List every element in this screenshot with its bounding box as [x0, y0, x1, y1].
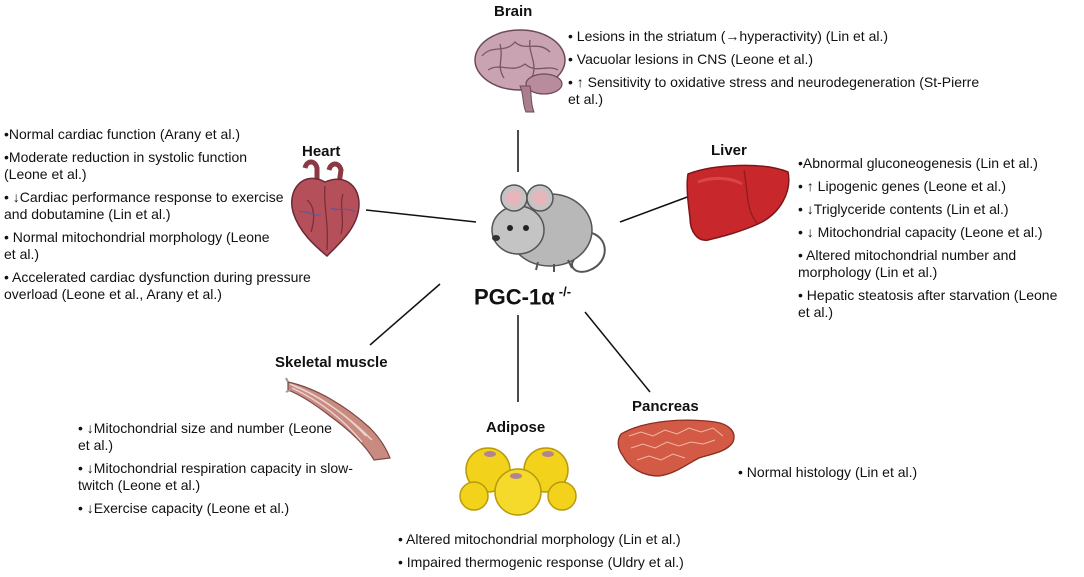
- pancreas-finding: • Normal histology (Lin et al.): [738, 464, 918, 480]
- center-title: PGC-1α-/-: [474, 284, 571, 310]
- heart-finding: • Accelerated cardiac dysfunction during…: [4, 269, 311, 302]
- heart-findings: •Normal cardiac function (Arany et al.) …: [4, 126, 311, 309]
- liver-findings: •Abnormal gluconeogenesis (Lin et al.) •…: [798, 155, 1080, 327]
- liver-finding: • Hepatic steatosis after starvation (Le…: [798, 287, 1058, 320]
- connector-skeletal-muscle: [369, 283, 441, 346]
- brain-finding: • Lesions in the striatum (→hyperactivit…: [568, 28, 889, 44]
- adipose-finding: • Impaired thermogenic response (Uldry e…: [398, 554, 684, 570]
- skeletal-muscle-illustration: [285, 377, 391, 461]
- liver-finding: • ↓Triglyceride contents (Lin et al.): [798, 201, 1009, 217]
- heart-label: Heart: [302, 143, 341, 160]
- connector-heart: [365, 209, 477, 223]
- skeletal-muscle-finding: • ↓Exercise capacity (Leone et al.): [78, 500, 290, 516]
- pancreas-illustration: [617, 419, 735, 477]
- heart-finding: • Normal mitochondrial morphology (Leone…: [4, 229, 270, 262]
- pancreas-findings: • Normal histology (Lin et al.): [738, 464, 998, 487]
- brain-illustration: [474, 29, 566, 113]
- adipose-illustration: [459, 447, 577, 516]
- center-title-superscript: -/-: [558, 284, 572, 299]
- center-title-text: PGC-1α: [474, 284, 555, 310]
- liver-finding: • ↓ Mitochondrial capacity (Leone et al.…: [798, 224, 1043, 240]
- brain-finding: • ↑ Sensitivity to oxidative stress and …: [568, 74, 980, 107]
- adipose-findings: • Altered mitochondrial morphology (Lin …: [398, 531, 738, 577]
- adipose-label: Adipose: [486, 419, 546, 436]
- liver-label: Liver: [711, 142, 747, 159]
- brain-finding: • Vacuolar lesions in CNS (Leone et al.): [568, 51, 814, 67]
- pancreas-label: Pancreas: [632, 398, 699, 415]
- liver-finding: • Altered mitochondrial number and morph…: [798, 247, 1017, 280]
- heart-finding: •Normal cardiac function (Arany et al.): [4, 126, 240, 142]
- brain-label: Brain: [494, 3, 533, 20]
- adipose-finding: • Altered mitochondrial morphology (Lin …: [398, 531, 681, 547]
- liver-finding: •Abnormal gluconeogenesis (Lin et al.): [798, 155, 1038, 171]
- heart-illustration: [291, 159, 360, 258]
- brain-findings: • Lesions in the striatum (→hyperactivit…: [568, 28, 988, 114]
- liver-finding: • ↑ Lipogenic genes (Leone et al.): [798, 178, 1007, 194]
- heart-finding: •Moderate reduction in systolic function…: [4, 149, 248, 182]
- skeletal-muscle-findings: • ↓Mitochondrial size and number (Leone …: [78, 420, 368, 523]
- connector-pancreas: [584, 311, 651, 393]
- skeletal-muscle-finding: • ↓Mitochondrial size and number (Leone …: [78, 420, 332, 453]
- heart-finding: • ↓Cardiac performance response to exerc…: [4, 189, 284, 222]
- liver-illustration: [686, 164, 790, 241]
- connector-liver: [619, 195, 691, 223]
- skeletal-muscle-label: Skeletal muscle: [275, 354, 388, 371]
- skeletal-muscle-finding: • ↓Mitochondrial respiration capacity in…: [78, 460, 353, 493]
- mouse-illustration: [491, 184, 606, 273]
